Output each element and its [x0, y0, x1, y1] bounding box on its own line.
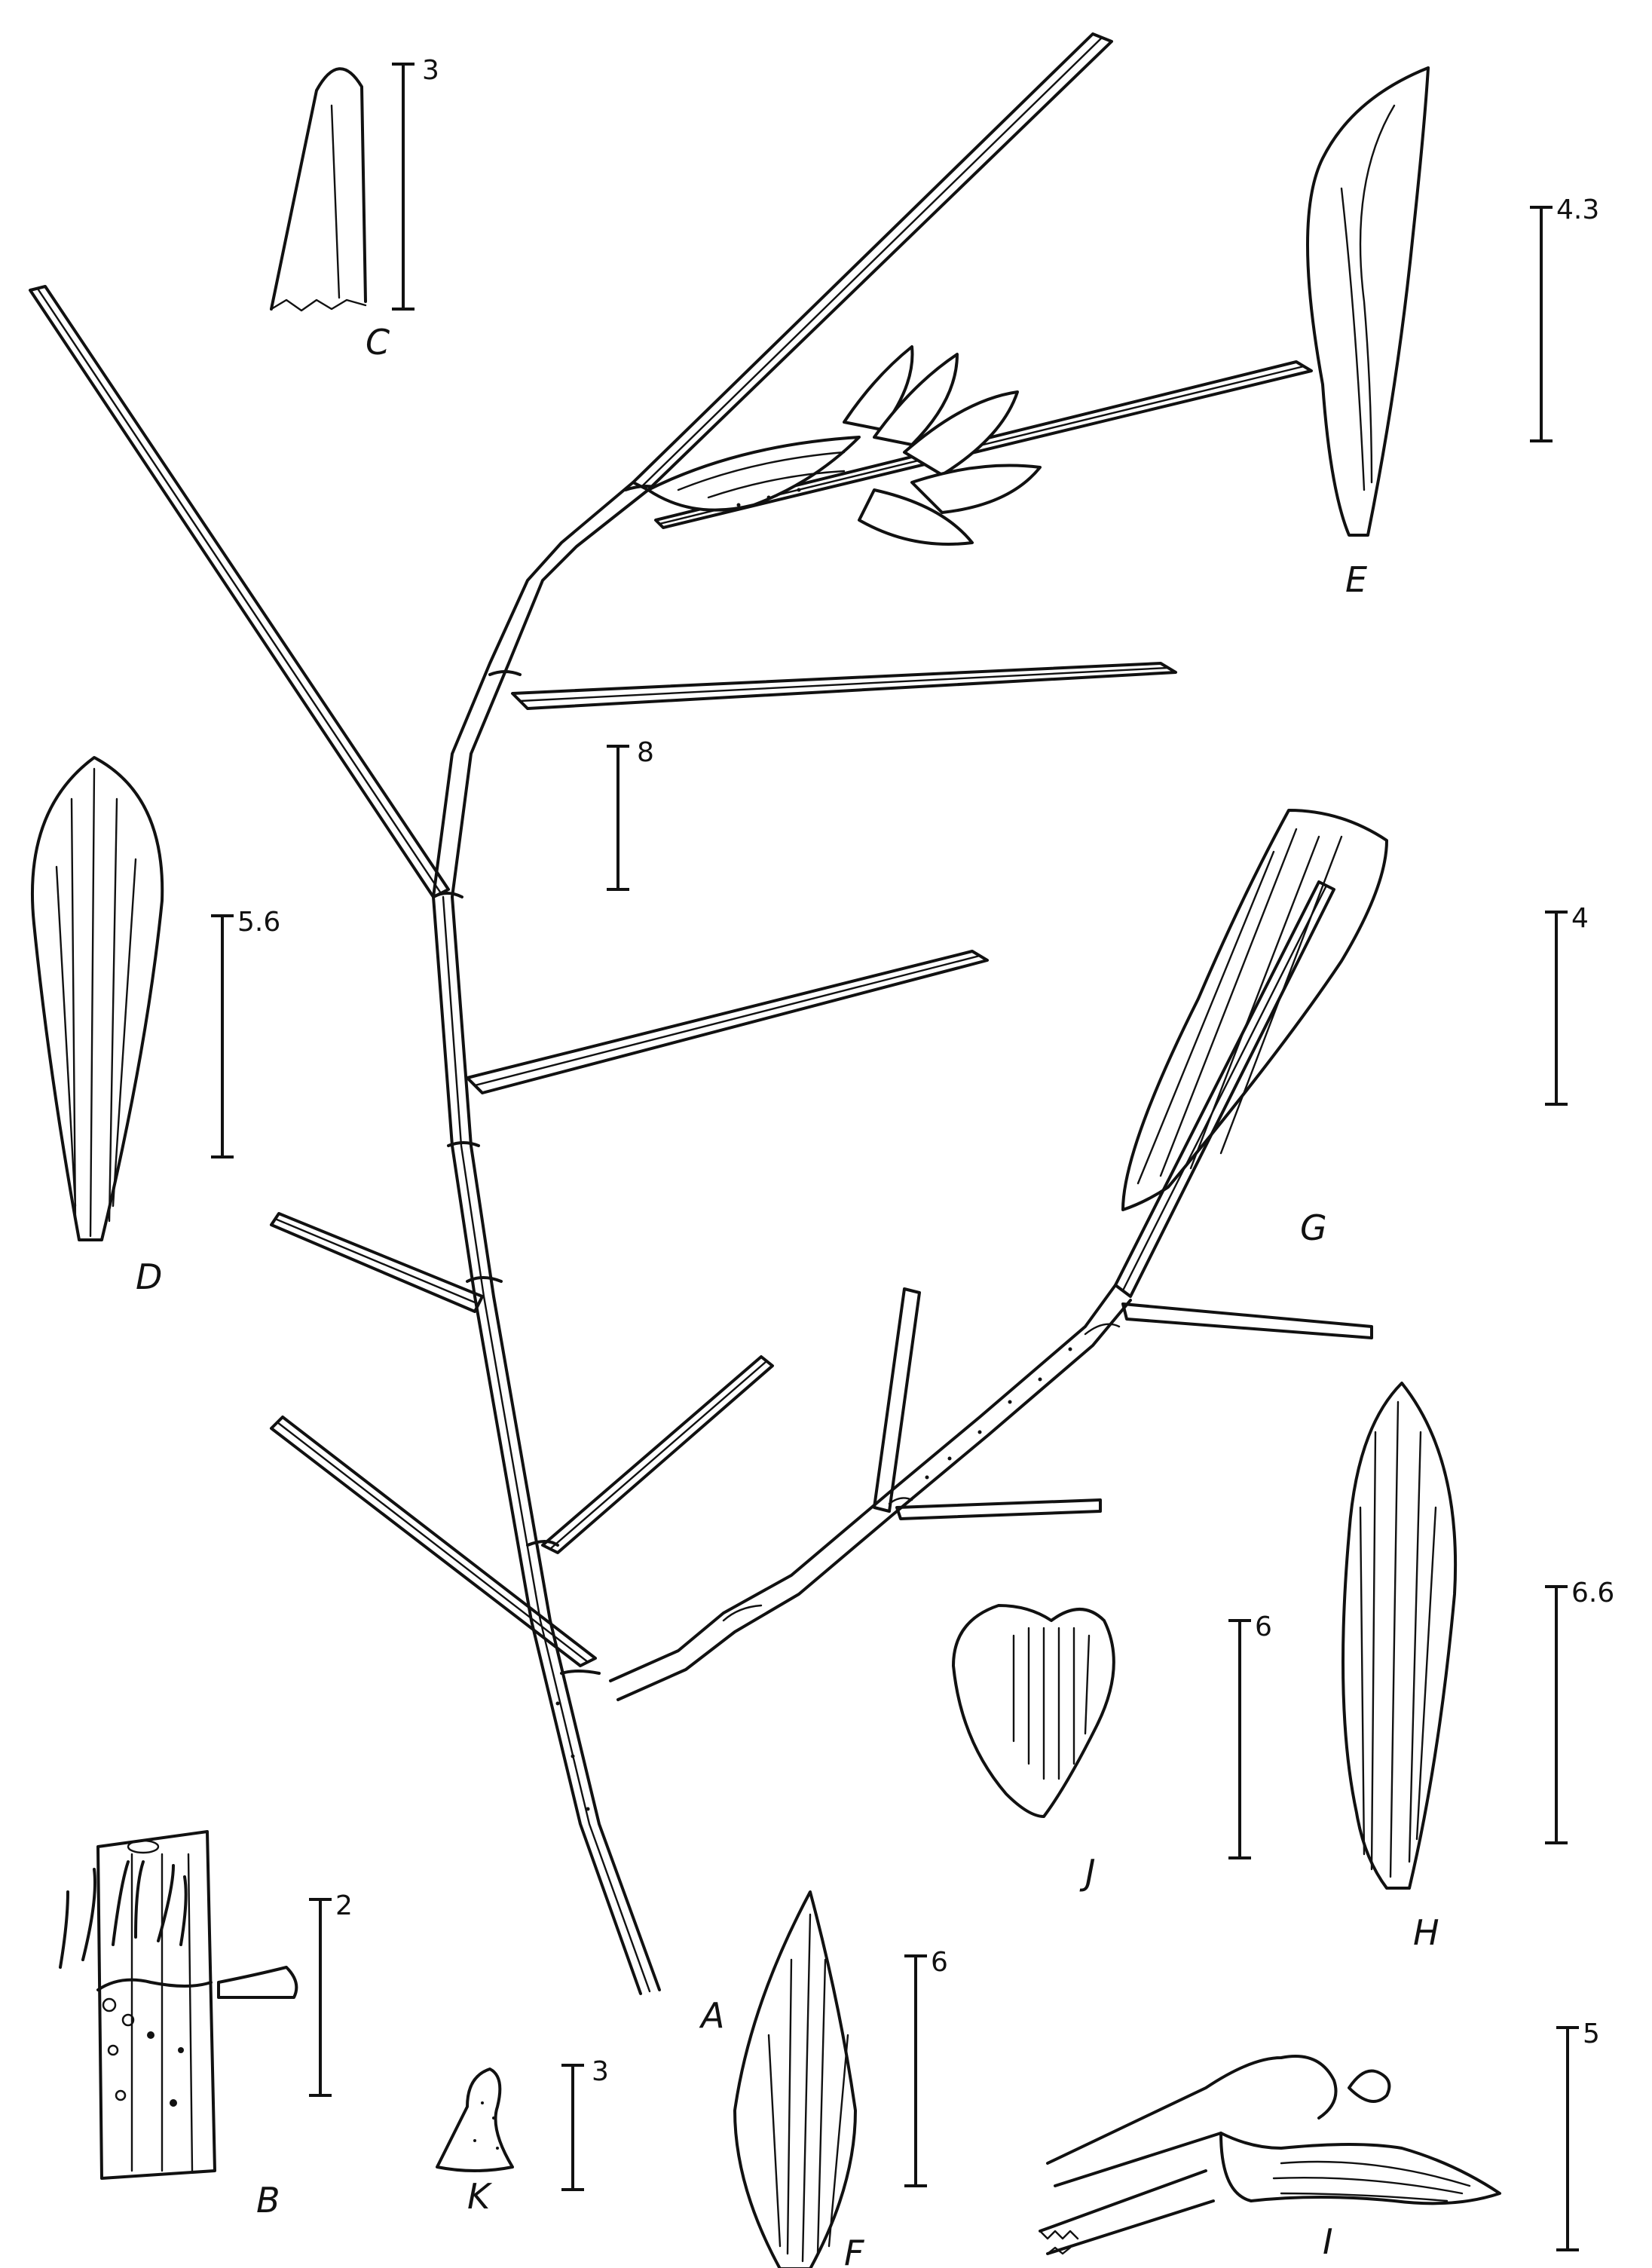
- figure-g-bract: G 4: [1121, 809, 1589, 1248]
- leaf-upper-left-long: [29, 285, 450, 898]
- leaf-left-lower-1: [270, 1212, 484, 1313]
- leaf-left-lower-2: [270, 1416, 597, 1667]
- scale-bar-d: 5.6: [211, 907, 280, 1158]
- leaf-mid-1: [511, 662, 1177, 710]
- label-j: J: [1079, 1852, 1096, 1893]
- scale-label-j: 6: [1255, 1611, 1272, 1642]
- label-c: C: [366, 322, 390, 363]
- leaf-branch-right-2: [895, 1498, 1102, 1520]
- label-h: H: [1413, 1912, 1439, 1953]
- figure-d-petal: D 5.6: [30, 756, 280, 1297]
- leaf-mid-3: [541, 1355, 774, 1554]
- scale-bar-f: 6: [904, 1947, 948, 2187]
- figure-b-stem-node: B 2: [59, 1830, 353, 2221]
- figure-e-sepal: E 4.3: [1306, 66, 1599, 600]
- scale-label-b: 2: [335, 1890, 353, 1921]
- stem-stipple: [555, 488, 1072, 1811]
- figure-i-column-side: I 5: [1039, 2019, 1600, 2262]
- figure-j-lip: J 6: [952, 1604, 1272, 1893]
- flower-cluster: [647, 345, 1042, 546]
- label-k: K: [467, 2176, 493, 2217]
- label-g: G: [1300, 1207, 1327, 1248]
- figure-k-pollinium: K 3: [436, 2056, 609, 2217]
- label-i: I: [1323, 2221, 1333, 2262]
- scale-bar-e: 4.3: [1530, 194, 1599, 442]
- scale-label-a: 8: [637, 737, 654, 768]
- scale-label-c: 3: [422, 55, 439, 86]
- main-stem: [432, 481, 665, 1995]
- scale-bar-h: 6.6: [1545, 1578, 1614, 1844]
- leaf-branch-top: [1114, 880, 1335, 1298]
- scale-label-i: 5: [1583, 2019, 1600, 2049]
- scale-bar-a: 8: [607, 737, 654, 891]
- scale-label-f: 6: [931, 1947, 948, 1978]
- side-branch: [609, 1284, 1132, 1701]
- scale-bar-j: 6: [1228, 1611, 1272, 1859]
- label-e: E: [1345, 559, 1367, 600]
- scale-label-g: 4: [1571, 903, 1589, 934]
- scale-bar-i: 5: [1556, 2019, 1600, 2251]
- scale-label-e: 4.3: [1556, 194, 1599, 225]
- label-d: D: [136, 1256, 162, 1297]
- figure-f-sepal: F 6: [733, 1890, 948, 2268]
- scale-label-d: 5.6: [237, 907, 280, 938]
- scale-bar-b: 2: [309, 1890, 353, 2097]
- leaf-top-long: [632, 32, 1113, 491]
- label-a: A: [699, 1995, 724, 2036]
- scale-label-k: 3: [592, 2056, 609, 2087]
- scale-bar-c: 3: [392, 55, 439, 311]
- scale-bar-k: 3: [561, 2056, 609, 2191]
- figure-a-plant-habit: A 8: [29, 32, 1373, 2036]
- scale-bar-g: 4: [1545, 903, 1589, 1106]
- leaf-branch-right-1: [1121, 1302, 1373, 1339]
- label-b: B: [256, 2180, 280, 2221]
- scale-label-h: 6.6: [1571, 1578, 1614, 1608]
- leaf-branch-tall: [873, 1287, 921, 1513]
- label-f: F: [844, 2233, 864, 2268]
- leaf-mid-2: [466, 950, 989, 1094]
- figure-c-leaf-apex: C 3: [270, 55, 439, 363]
- figure-h-petal: H 6.6: [1341, 1382, 1614, 1953]
